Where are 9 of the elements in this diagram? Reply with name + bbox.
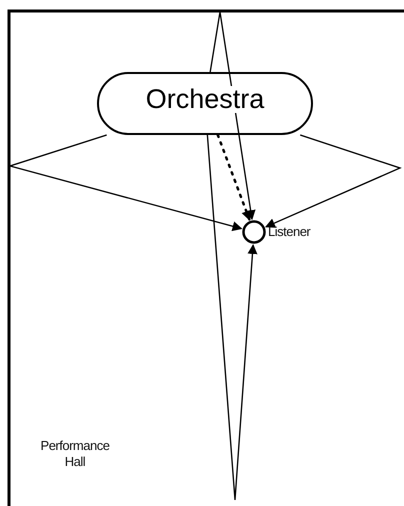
area-label: Performance Hall xyxy=(40,438,110,470)
rounded-box xyxy=(97,72,313,135)
node-caption: Listener xyxy=(268,224,310,240)
sound-path-arrow xyxy=(206,134,258,501)
sound-path-arrow xyxy=(216,134,252,222)
sound-path-arrow xyxy=(8,134,242,232)
node-label: Orchestra xyxy=(146,86,264,113)
sound-path-arrow xyxy=(210,11,256,220)
sound-path-arrow xyxy=(264,134,402,228)
